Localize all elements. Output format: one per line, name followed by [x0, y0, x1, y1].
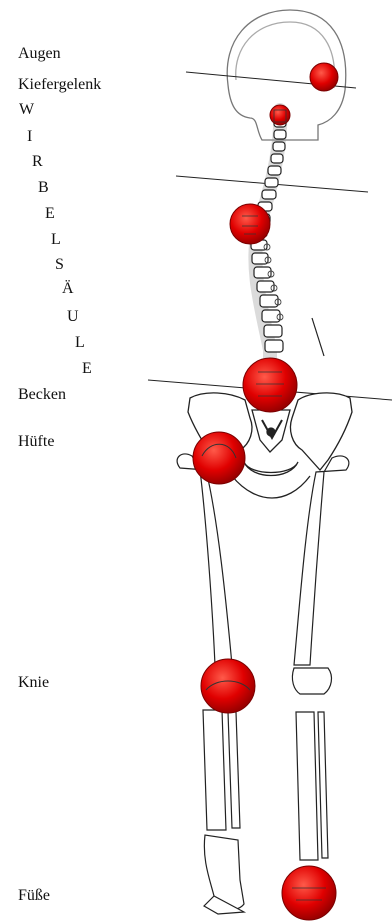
marker-fuesse — [282, 866, 336, 920]
marker-augen — [310, 63, 338, 91]
marker-kiefergelenk — [270, 105, 290, 125]
spine — [251, 110, 286, 395]
marker-knie — [201, 659, 255, 713]
marker-huefte — [193, 432, 245, 484]
marker-wirbelsaeule — [230, 204, 270, 244]
marker-becken — [243, 358, 297, 412]
